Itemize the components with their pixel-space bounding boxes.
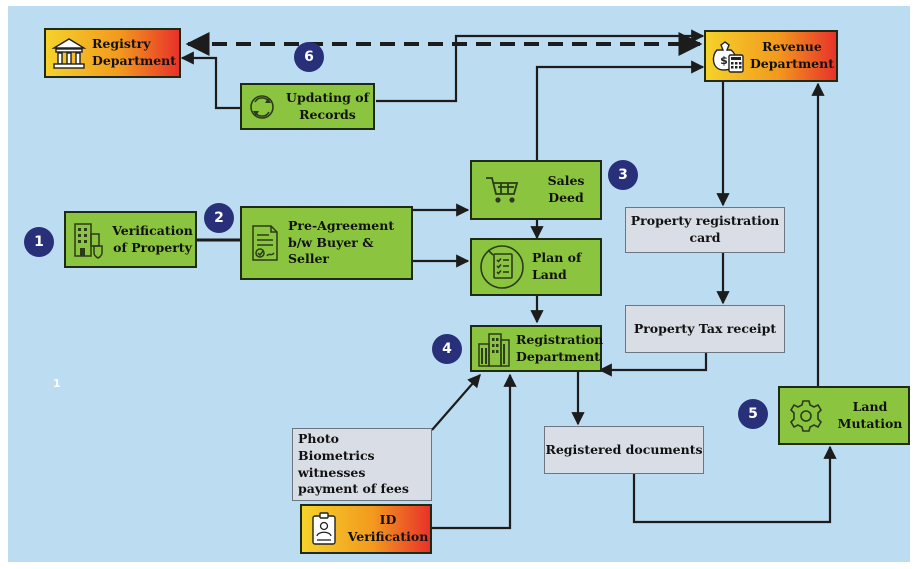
office-buildings-icon [472,330,516,368]
sales-deed-label: Sales Deed [547,173,585,205]
id-verification-box: ID Verification [300,504,432,554]
building-shield-icon [66,220,110,260]
registered-documents-box: Registered documents [544,426,704,474]
photo-biometrics-label: Photo Biometrics witnesses payment of fe… [298,430,409,497]
sales-deed-box: Sales Deed [470,160,602,220]
plan-of-land-box: Plan of Land [470,238,602,296]
pre-agreement-box: Pre-Agreement b/w Buyer & Seller [240,206,413,280]
registry-department-label: Registry Department [92,36,177,68]
land-mutation-box: Land Mutation [778,386,910,445]
property-tax-receipt-label: Property Tax receipt [633,320,777,336]
plan-of-land-label: Plan of Land [532,250,582,282]
updating-records-box: Updating of Records [240,83,375,130]
photo-biometrics-box: Photo Biometrics witnesses payment of fe… [292,428,432,501]
registered-documents-label: Registered documents [545,441,703,457]
money-bag-calculator-icon: $ [706,38,748,74]
revenue-department-label: Revenue Department [749,39,835,71]
revenue-department-box: $ Revenue Department [704,30,838,82]
step-4-badge: 4 [432,334,462,364]
arrow-updating-registry [180,51,240,110]
shopping-cart-icon [472,174,532,206]
contract-document-icon [242,223,288,263]
arrow-sales-revenue [535,60,705,160]
step-3-badge: 3 [608,160,638,190]
property-registration-card-label: Property registration card [630,213,780,245]
svg-text:$: $ [720,54,728,67]
refresh-cycle-icon [242,92,282,122]
step-5-badge: 5 [738,399,768,429]
arrow-updating-revenue [376,29,705,103]
registration-department-label: Registration Department [516,331,604,364]
arrow-photo-registration [431,374,481,431]
property-registration-card-box: Property registration card [625,207,785,253]
verification-property-box: Verification of Property [64,211,197,268]
pre-agreement-label: Pre-Agreement b/w Buyer & Seller [288,217,395,267]
stray-mark: 1 [53,377,61,390]
checklist-plan-icon [472,244,532,290]
id-badge-icon [302,512,346,546]
arrow-id-registration [432,373,517,530]
verification-property-label: Verification of Property [112,222,193,255]
arrow-docs-mutation [632,445,837,524]
registration-department-box: Registration Department [470,325,604,372]
arrow-tax-registration [598,353,708,377]
gear-icon [780,399,832,433]
id-verification-label: ID Verification [347,512,429,544]
diagram-canvas [8,6,910,562]
step-1-badge: 1 [24,227,54,257]
step-6-badge: 6 [294,42,324,72]
step-2-badge: 2 [204,203,234,233]
updating-records-label: Updating of Records [286,89,369,122]
property-tax-receipt-box: Property Tax receipt [625,305,785,353]
registry-department-box: Registry Department [44,28,181,78]
land-mutation-label: Land Mutation [837,398,903,431]
bank-building-icon [46,36,92,70]
